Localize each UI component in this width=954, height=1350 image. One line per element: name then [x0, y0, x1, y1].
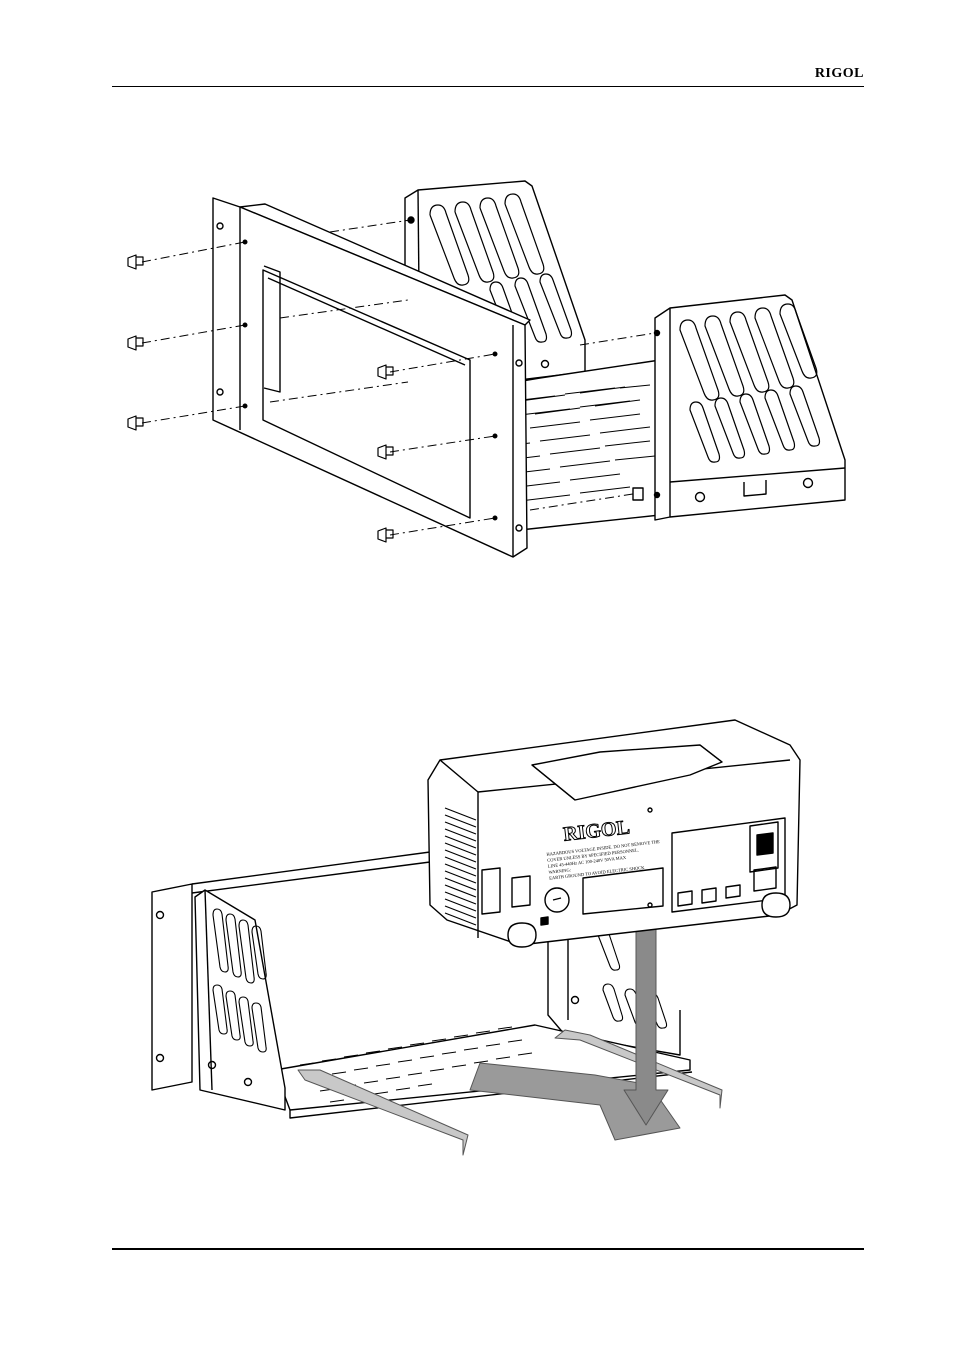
- screw-left-bottom: [127, 415, 144, 431]
- rear-label-line-4: WARNING:: [548, 867, 571, 875]
- mounting-screws: [127, 254, 394, 543]
- rack-front-panel: [212, 197, 531, 558]
- screw-left-top: [127, 254, 144, 270]
- instrument-installation-drawing: RIGOL HAZARDOUS VOLTAGE INSIDE. DO NOT R…: [151, 719, 801, 1156]
- screw-mid-bottom: [377, 527, 394, 543]
- screw-left-middle: [127, 335, 144, 351]
- rack-side-bracket: [194, 889, 286, 1111]
- rack-front-ear: [151, 851, 431, 1091]
- screw-mid-top: [377, 364, 394, 380]
- rack-mount-exploded-drawing: [127, 180, 846, 558]
- front-support-bracket: [632, 294, 846, 521]
- instrument-rear-body: [427, 719, 801, 948]
- footer-rule: [112, 1248, 864, 1250]
- assembly-guide-lines: [141, 219, 656, 536]
- header-rule: [112, 86, 864, 87]
- slide-guide-arrows: [297, 927, 723, 1156]
- screw-mid-middle: [377, 444, 394, 460]
- header-brand: RIGOL: [814, 66, 864, 81]
